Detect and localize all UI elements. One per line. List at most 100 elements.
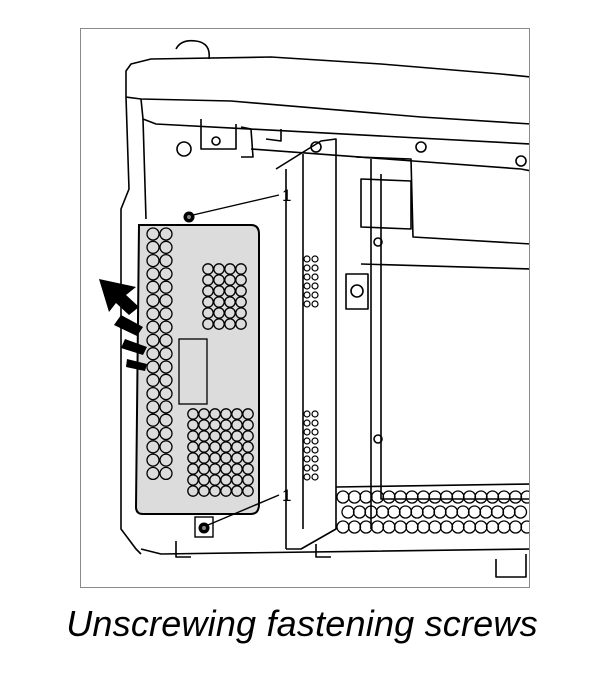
- vent-hole: [410, 505, 424, 519]
- vent-hole: [231, 452, 243, 464]
- vent-hole: [231, 474, 243, 486]
- vent-hole: [198, 408, 210, 420]
- vent-hole: [159, 307, 173, 321]
- vent-hole: [146, 253, 160, 268]
- vent-hole: [146, 373, 160, 387]
- vent-hole: [303, 255, 311, 263]
- vent-hole: [159, 333, 173, 348]
- vent-hole: [242, 419, 254, 431]
- vent-hole: [224, 274, 236, 286]
- vent-hole: [209, 485, 221, 497]
- vent-hole: [456, 505, 470, 519]
- vent-hole: [428, 490, 442, 504]
- vent-hole: [311, 255, 319, 263]
- callout-leader-bottom: [207, 494, 280, 526]
- vent-hole: [209, 463, 221, 475]
- vent-hole: [303, 300, 311, 308]
- vent-hole: [146, 386, 160, 401]
- vent-hole: [187, 430, 199, 442]
- vent-hole: [439, 520, 454, 534]
- vent-hole: [485, 490, 500, 504]
- vent-hole: [416, 520, 431, 534]
- figure-caption: Unscrewing fastening screws: [66, 603, 538, 644]
- vent-hole: [159, 440, 173, 454]
- vent-hole: [159, 267, 173, 281]
- vent-hole: [187, 441, 199, 453]
- vent-hole: [159, 293, 173, 308]
- vent-hole: [159, 453, 173, 467]
- vent-hole: [220, 408, 232, 420]
- vent-hole: [202, 318, 214, 330]
- inner-plate: [275, 138, 337, 550]
- right-frame: [355, 156, 529, 245]
- vent-hole: [303, 428, 311, 436]
- vent-hole: [303, 419, 311, 427]
- vent-hole: [146, 400, 160, 414]
- vent-hole: [502, 505, 516, 519]
- vent-hole: [490, 505, 505, 519]
- vent-hole: [462, 490, 477, 504]
- vent-hole: [303, 282, 311, 290]
- vent-hole: [198, 485, 210, 497]
- vent-hole: [213, 263, 225, 275]
- callout-label-bottom: 1: [282, 486, 291, 505]
- vent-hole: [235, 285, 247, 297]
- screw-bottom: [194, 516, 214, 538]
- vent-hole: [159, 240, 173, 254]
- vent-hole: [159, 426, 173, 441]
- vent-hole: [303, 437, 311, 445]
- vent-hole: [159, 360, 173, 374]
- vent-hole: [451, 520, 465, 534]
- vent-hole: [209, 408, 221, 420]
- vent-hole: [474, 490, 488, 504]
- vent-hole: [520, 490, 529, 504]
- vent-hole: [347, 520, 362, 534]
- vent-hole: [303, 473, 311, 481]
- vent-hole: [303, 464, 311, 472]
- vent-hole: [224, 296, 236, 308]
- bottom-hole-pattern: [336, 490, 529, 534]
- vent-hole: [497, 520, 511, 534]
- removal-arrow-icon: [99, 279, 147, 371]
- vent-hole: [485, 520, 500, 534]
- vent-hole: [202, 307, 214, 319]
- vent-hole: [421, 505, 436, 519]
- vent-hole: [198, 441, 210, 453]
- figure-frame: 1 1: [80, 28, 530, 588]
- vent-hole: [146, 333, 160, 348]
- screw-top: [183, 211, 195, 223]
- vent-hole: [202, 263, 214, 275]
- vent-hole: [497, 490, 511, 504]
- vent-hole: [336, 520, 350, 534]
- vent-hole: [311, 464, 319, 472]
- vent-hole: [375, 505, 390, 519]
- vent-hole: [220, 441, 232, 453]
- vent-hole: [462, 520, 477, 534]
- vent-hole: [159, 373, 173, 387]
- panel-hole-pattern: [146, 227, 254, 497]
- vent-hole: [231, 441, 243, 453]
- vent-hole: [311, 437, 319, 445]
- vent-hole: [213, 274, 225, 286]
- vent-hole: [159, 253, 173, 268]
- vent-hole: [209, 419, 221, 431]
- vent-hole: [303, 455, 311, 463]
- vent-hole: [213, 296, 225, 308]
- vent-hole: [159, 400, 173, 414]
- vent-hole: [231, 419, 243, 431]
- vent-hole: [202, 296, 214, 308]
- vent-hole: [159, 320, 173, 334]
- vent-hole: [146, 440, 160, 454]
- vent-hole: [393, 520, 408, 534]
- vent-hole: [231, 430, 243, 442]
- vent-hole: [242, 474, 254, 486]
- vent-hole: [235, 318, 247, 330]
- vent-hole: [224, 285, 236, 297]
- vent-hole: [198, 419, 210, 431]
- vent-hole: [146, 360, 160, 374]
- vent-hole: [382, 490, 396, 504]
- vent-hole: [231, 463, 243, 475]
- vent-hole: [209, 474, 221, 486]
- vent-hole: [146, 227, 160, 241]
- vent-hole: [220, 419, 232, 431]
